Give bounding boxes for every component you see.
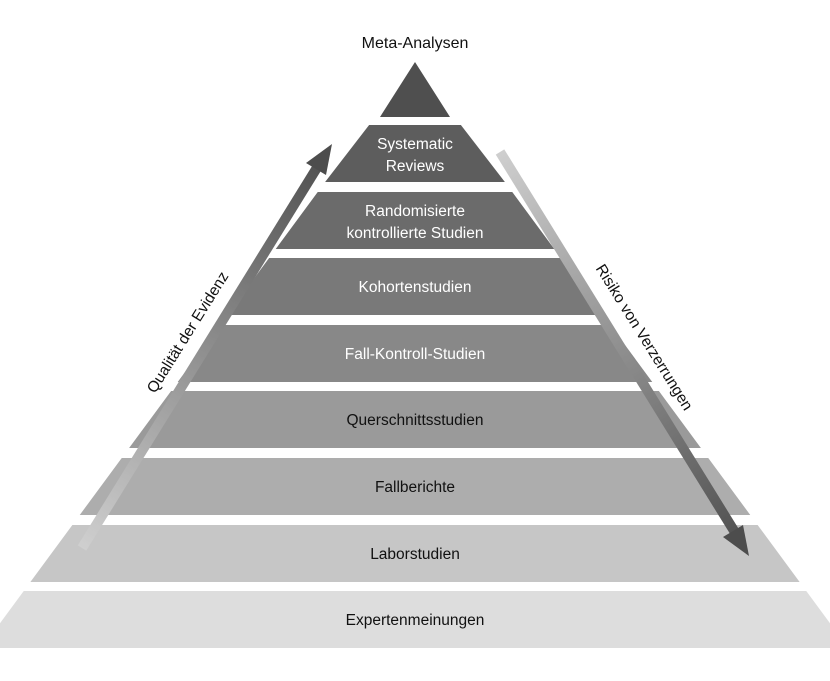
pyramid-level-label: Randomisierte — [365, 203, 465, 220]
pyramid-level-label: Fall-Kontroll-Studien — [345, 346, 485, 363]
apex-triangle — [380, 62, 450, 117]
pyramid-level-shape — [30, 525, 800, 582]
pyramid-level-label: Kohortenstudien — [359, 279, 472, 296]
pyramid-level-label: Systematic — [377, 136, 453, 153]
bias-arrow — [495, 149, 749, 556]
pyramid-level-shape — [227, 258, 603, 315]
pyramid-level-shape — [325, 125, 505, 182]
pyramid-level-label: Reviews — [386, 158, 445, 175]
pyramid-level: Kohortenstudien — [227, 258, 603, 315]
pyramid-level: Laborstudien — [30, 525, 800, 582]
pyramid-level: Querschnittsstudien — [129, 391, 701, 448]
arrow-head-up-icon — [306, 144, 332, 175]
pyramid-level: Expertenmeinungen — [0, 591, 830, 648]
pyramid-level-label: Expertenmeinungen — [346, 612, 485, 629]
pyramid-level-shape — [129, 391, 701, 448]
pyramid-level-shape — [79, 458, 751, 515]
pyramid-level-label: Laborstudien — [370, 546, 460, 563]
pyramid-level-shape — [275, 192, 555, 249]
apex-label: Meta-Analysen — [362, 35, 469, 52]
arrow-head-down-icon — [723, 525, 749, 556]
pyramid-level-label: kontrollierte Studien — [347, 225, 484, 242]
pyramid-level: Fallberichte — [79, 458, 751, 515]
pyramid-level-label: Querschnittsstudien — [347, 412, 484, 429]
pyramid-level-label: Fallberichte — [375, 479, 455, 496]
pyramid-level: Randomisierte kontrollierte Studien — [275, 192, 555, 249]
pyramid-level-shape — [177, 325, 653, 382]
pyramid-level-shape — [0, 591, 830, 648]
quality-arrow — [77, 144, 332, 551]
pyramid-level: Fall-Kontroll-Studien — [177, 325, 653, 382]
